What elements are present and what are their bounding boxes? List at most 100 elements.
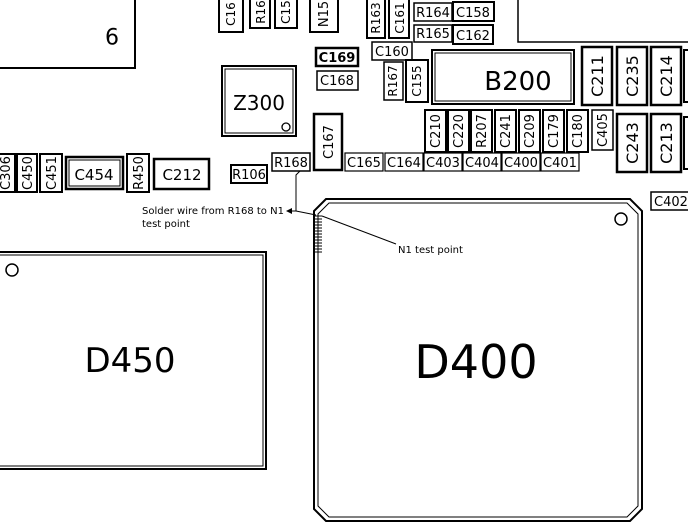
comp-c158-label: C158 <box>456 6 490 21</box>
comp-c15x: C15 <box>274 0 298 29</box>
comp-c155: C155 <box>405 59 429 103</box>
comp-c450-label: C450 <box>21 156 36 190</box>
comp-c169-label: C169 <box>319 51 356 66</box>
comp-c402-label: C402 <box>654 195 688 210</box>
comp-r16x-label: R16 <box>254 0 268 24</box>
solder-wire-note-line2: test point <box>142 219 190 230</box>
comp-r163: R163 <box>366 0 386 39</box>
comp-r168-label: R168 <box>274 156 308 171</box>
comp-c211-label: C211 <box>588 55 607 97</box>
comp-c160: C160 <box>371 41 413 61</box>
comp-c179: C179 <box>542 109 565 153</box>
comp-c402: C402 <box>650 191 688 211</box>
comp-c168-label: C168 <box>320 74 354 89</box>
comp-c403: C403 <box>423 152 463 172</box>
comp-c165: C165 <box>344 152 384 172</box>
comp-n15x: N15 <box>309 0 339 33</box>
comp-c209: C209 <box>518 109 541 153</box>
comp-partial-right-2 <box>683 116 688 170</box>
chip-top-left-label: 9 <box>105 22 119 47</box>
comp-c450: C450 <box>16 153 38 193</box>
comp-c16x: C16 <box>218 0 244 33</box>
comp-r164-label: R164 <box>416 6 450 21</box>
n1-leader <box>321 215 397 245</box>
comp-c168: C168 <box>316 70 359 91</box>
comp-c180-label: C180 <box>571 114 586 148</box>
comp-r163-label: R163 <box>369 2 383 33</box>
comp-c243: C243 <box>615 112 649 174</box>
comp-c210-label: C210 <box>429 114 444 148</box>
comp-c167-label: C167 <box>322 125 337 159</box>
comp-r167-label: R167 <box>386 65 400 96</box>
comp-c160-label: C160 <box>375 45 409 60</box>
comp-c400: C400 <box>501 152 541 172</box>
comp-c306: C306 <box>0 153 16 193</box>
comp-c213-label: C213 <box>657 122 676 164</box>
solder-wire-note-line1: Solder wire from R168 to N1 <box>142 206 284 217</box>
comp-c164-label: C164 <box>387 156 421 171</box>
comp-r450: R450 <box>126 153 150 193</box>
chip-top-right-edge <box>517 0 688 43</box>
comp-c405-label: C405 <box>596 113 611 147</box>
comp-c213: C213 <box>649 112 683 174</box>
pin1-marker-icon <box>281 122 291 132</box>
chip-d400: D400 <box>313 198 643 522</box>
comp-r165: R165 <box>413 24 453 43</box>
comp-c241: C241 <box>494 109 517 153</box>
comp-c306-label: C306 <box>0 156 14 190</box>
arrow-head-icon <box>286 208 292 214</box>
comp-c16x-label: C16 <box>224 2 238 26</box>
comp-c15x-label: C15 <box>279 0 293 24</box>
comp-r16x: R16 <box>249 0 271 29</box>
comp-c454: C454 <box>64 155 125 191</box>
comp-r450-label: R450 <box>132 156 147 190</box>
comp-c161: C161 <box>388 0 410 39</box>
chip-d450-label: D450 <box>84 341 175 381</box>
comp-c404: C404 <box>462 152 502 172</box>
comp-n15x-label: N15 <box>317 1 332 27</box>
n1-test-point-label: N1 test point <box>398 245 463 256</box>
comp-c401: C401 <box>540 152 580 172</box>
comp-c404-label: C404 <box>465 156 499 171</box>
comp-partial-right <box>683 49 688 103</box>
solder-wire <box>286 170 317 216</box>
chip-d450: D450 <box>0 251 267 470</box>
comp-r106: R106 <box>230 164 268 184</box>
comp-c165-label: C165 <box>347 156 381 171</box>
comp-c451-label: C451 <box>45 156 60 190</box>
comp-c162: C162 <box>452 24 494 45</box>
comp-c235-label: C235 <box>623 55 642 97</box>
comp-c241-label: C241 <box>499 114 514 148</box>
comp-c401-label: C401 <box>543 156 577 171</box>
comp-c454-label: C454 <box>74 166 113 184</box>
comp-c161-label: C161 <box>393 2 407 33</box>
comp-r106-label: R106 <box>232 168 266 183</box>
chip-b200-label: B200 <box>484 67 551 97</box>
comp-c164: C164 <box>384 152 424 172</box>
comp-c451: C451 <box>39 153 63 193</box>
comp-r168: R168 <box>271 152 311 172</box>
comp-c210: C210 <box>424 109 447 153</box>
comp-r164: R164 <box>413 2 453 22</box>
comp-c220-label: C220 <box>452 114 467 148</box>
comp-c212-label: C212 <box>162 166 201 184</box>
comp-c243-label: C243 <box>623 122 642 164</box>
comp-c214: C214 <box>649 45 683 107</box>
comp-c169: C169 <box>314 46 360 68</box>
comp-c400-label: C400 <box>504 156 538 171</box>
comp-r165-label: R165 <box>416 27 450 42</box>
chip-top-left: 9 <box>0 0 136 69</box>
comp-c235: C235 <box>615 45 649 107</box>
comp-c211: C211 <box>580 45 614 107</box>
comp-c162-label: C162 <box>456 29 490 44</box>
comp-c209-label: C209 <box>523 114 538 148</box>
comp-c403-label: C403 <box>426 156 460 171</box>
comp-c212: C212 <box>152 157 211 191</box>
chip-d400-label: D400 <box>414 335 537 389</box>
comp-c214-label: C214 <box>657 55 676 97</box>
comp-c155-label: C155 <box>410 65 424 96</box>
pin1-marker-icon <box>614 212 628 226</box>
comp-r167: R167 <box>383 61 404 101</box>
chip-b200: B200 <box>431 49 575 105</box>
